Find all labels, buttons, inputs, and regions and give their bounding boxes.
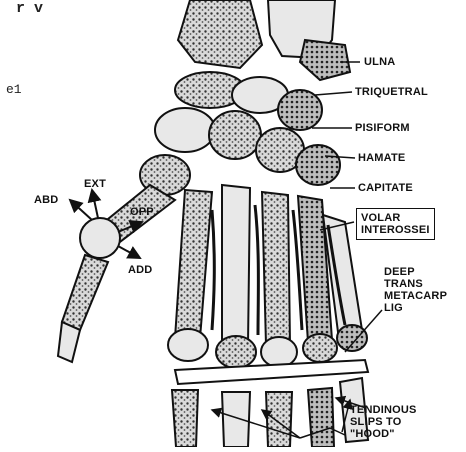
label-tendinous-slips: TENDINOUS SLIPS TO "HOOD" [350, 404, 417, 440]
left-fragment: e1 [6, 82, 22, 97]
label-deep-trans-metacarp-lig: DEEP TRANS METACARP LIG [384, 266, 447, 314]
label-capitate: CAPITATE [358, 182, 413, 194]
phalanx-bases [172, 378, 368, 447]
thumb-bones [58, 185, 175, 362]
label-ext: EXT [84, 178, 106, 190]
label-volar-interossei: VOLAR INTEROSSEI [356, 208, 435, 240]
label-add: ADD [128, 264, 152, 276]
label-ulna: ULNA [364, 56, 395, 68]
forearm-bones [178, 0, 350, 80]
top-left-fragment: r v [16, 0, 43, 17]
label-opp: OPP [130, 206, 154, 218]
label-hamate: HAMATE [358, 152, 405, 164]
label-pisiform: PISIFORM [355, 122, 410, 134]
label-triquetral: TRIQUETRAL [355, 86, 428, 98]
carpal-bones [140, 72, 340, 195]
label-abd: ABD [34, 194, 58, 206]
